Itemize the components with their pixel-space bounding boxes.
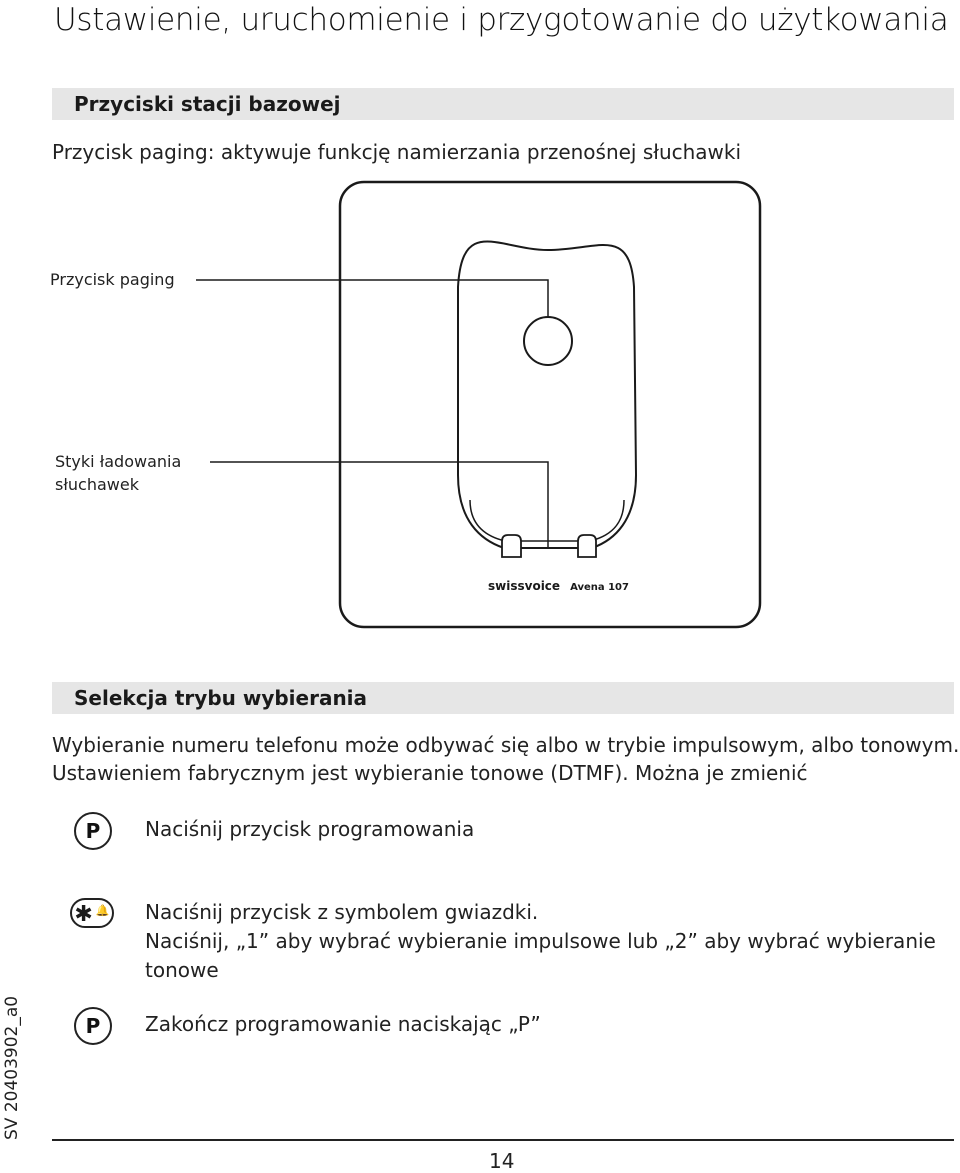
program-key-label: P: [85, 819, 101, 843]
callout-contacts-line2: słuchawek: [55, 475, 139, 494]
star-key-icon: ✱ 🔔: [70, 898, 114, 928]
dial-mode-paragraph-line1: Wybieranie numeru telefonu może odbywać …: [52, 733, 960, 757]
step-star-instructions: Naciśnij przycisk z symbolem gwiazdki. N…: [145, 898, 936, 985]
callout-line-contacts: [210, 461, 549, 547]
section-header-base-buttons: Przyciski stacji bazowej: [52, 88, 954, 120]
step-star-line3: tonowe: [145, 958, 219, 982]
bell-icon: 🔔: [95, 903, 110, 917]
page-title: Ustawienie, uruchomienie i przygotowanie…: [54, 2, 949, 38]
step-press-program: Naciśnij przycisk programowania: [145, 817, 475, 841]
handset-cradle: [457, 240, 638, 549]
document-code: SV 20403902_a0: [2, 995, 22, 1140]
dial-mode-paragraph-line2: Ustawieniem fabrycznym jest wybieranie t…: [52, 761, 808, 785]
footer-divider: [52, 1139, 954, 1141]
charging-contact-right-icon: [577, 534, 597, 558]
section-heading: Selekcja trybu wybierania: [74, 686, 368, 710]
page-number: 14: [489, 1149, 515, 1173]
brand-plate: swissvoice Avena 107: [488, 579, 629, 593]
model-label: Avena 107: [570, 582, 629, 593]
paging-button-icon: [523, 316, 573, 366]
base-station-figure: swissvoice Avena 107 Przycisk paging Sty…: [0, 175, 960, 635]
step-star-line2: Naciśnij, „1” aby wybrać wybieranie impu…: [145, 929, 936, 953]
brand-logo: swissvoice: [488, 579, 561, 593]
paging-description: Przycisk paging: aktywuje funkcję namier…: [52, 140, 742, 164]
step-finish-programming: Zakończ programowanie naciskając „P”: [145, 1012, 541, 1036]
callout-contacts-line1: Styki ładowania: [55, 452, 182, 471]
section-heading: Przyciski stacji bazowej: [74, 92, 341, 116]
program-key-icon: P: [74, 1007, 112, 1045]
program-key-icon: P: [74, 812, 112, 850]
star-glyph: ✱: [74, 902, 93, 927]
base-station-drawing: [196, 180, 762, 629]
callout-contacts-label: Styki ładowania słuchawek: [55, 450, 181, 496]
callout-paging-label: Przycisk paging: [50, 270, 175, 289]
step-star-line1: Naciśnij przycisk z symbolem gwiazdki.: [145, 900, 539, 924]
callout-line-paging: [196, 279, 549, 317]
section-header-dial-mode: Selekcja trybu wybierania: [52, 682, 954, 714]
program-key-label: P: [85, 1014, 101, 1038]
charging-contact-left-icon: [501, 534, 522, 558]
